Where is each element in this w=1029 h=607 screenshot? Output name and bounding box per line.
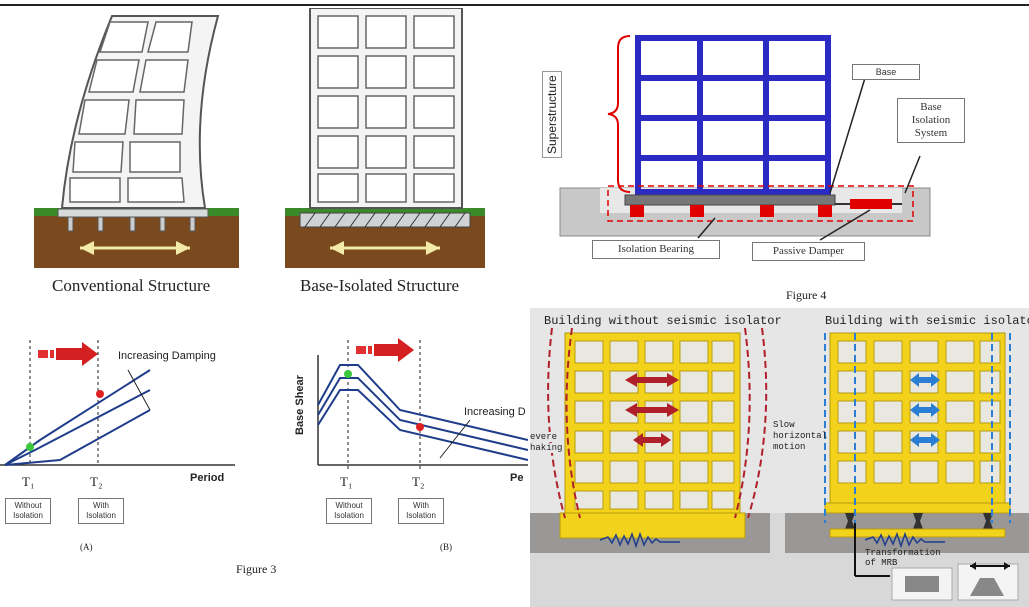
passive-damper-label: Passive Damper (752, 242, 865, 261)
isolated-caption: Base-Isolated Structure (300, 276, 460, 295)
chart-b-x-label: Pe (510, 472, 524, 484)
chart-b-without-box: Without Isolation (326, 498, 372, 524)
chart-a-t2-label: T₂ (90, 474, 103, 489)
panel-damping-charts: Increasing Damping Period T₁ T₂ Without … (0, 310, 528, 607)
slow-label-line3: motion (773, 442, 806, 452)
panel-conventional-vs-isolated: Conventional Structure Base-Isolated Str… (0, 8, 510, 306)
chart-b-y-label: Base Shear (294, 375, 306, 435)
structures-illustration (34, 8, 485, 268)
chart-a (0, 340, 235, 466)
base-label: Base (852, 64, 920, 80)
transformation-label-line1: Transformation (865, 548, 941, 558)
chart-b-annotation: Increasing D (464, 406, 526, 418)
transformation-label-line2: of MRB (865, 558, 898, 568)
right-building (824, 332, 1019, 601)
chart-a-t1-label: T₁ (22, 474, 35, 489)
conventional-caption: Conventional Structure (52, 276, 211, 295)
panel-base-isolation-system: Superstructure Base Base Isolation Syste… (530, 8, 1029, 306)
severe-label-line1: evere (530, 432, 558, 442)
isolated-building (285, 8, 485, 268)
right-title: Building with seismic isolator (825, 314, 1029, 328)
damping-charts-svg (0, 338, 528, 470)
figure-4-caption: Figure 4 (786, 288, 827, 302)
chart-b-t2-label: T₂ (412, 474, 425, 489)
isolation-system-illustration (559, 35, 931, 241)
chart-a-annotation: Increasing Damping (118, 350, 216, 362)
superstructure-label: Superstructure (542, 71, 562, 158)
isolation-bearing-label: Isolation Bearing (592, 240, 720, 259)
chart-b (317, 338, 528, 470)
chart-b-sub-caption: (B) (440, 542, 452, 552)
chart-a-without-box: Without Isolation (5, 498, 51, 524)
chart-a-with-box: With Isolation (78, 498, 124, 524)
left-title: Building without seismic isolator (544, 314, 782, 328)
chart-a-x-label: Period (190, 472, 225, 484)
figure-3-caption: Figure 3 (236, 562, 277, 576)
base-isolation-system-label: Base Isolation System (897, 98, 965, 143)
chart-b-with-box: With Isolation (398, 498, 444, 524)
chart-b-t1-label: T₁ (340, 474, 353, 489)
slow-label-line2: horizontal (773, 431, 828, 441)
panel-seismic-isolator: Building without seismic isolator Buildi… (530, 308, 1029, 607)
chart-a-sub-caption: (A) (80, 542, 93, 552)
seismic-isolator-illustration (530, 327, 1029, 607)
conventional-building (34, 15, 239, 268)
slow-label-line1: Slow (773, 420, 795, 430)
top-rule (0, 4, 1029, 6)
severe-label-line2: haking (530, 443, 563, 453)
left-building (547, 327, 768, 549)
